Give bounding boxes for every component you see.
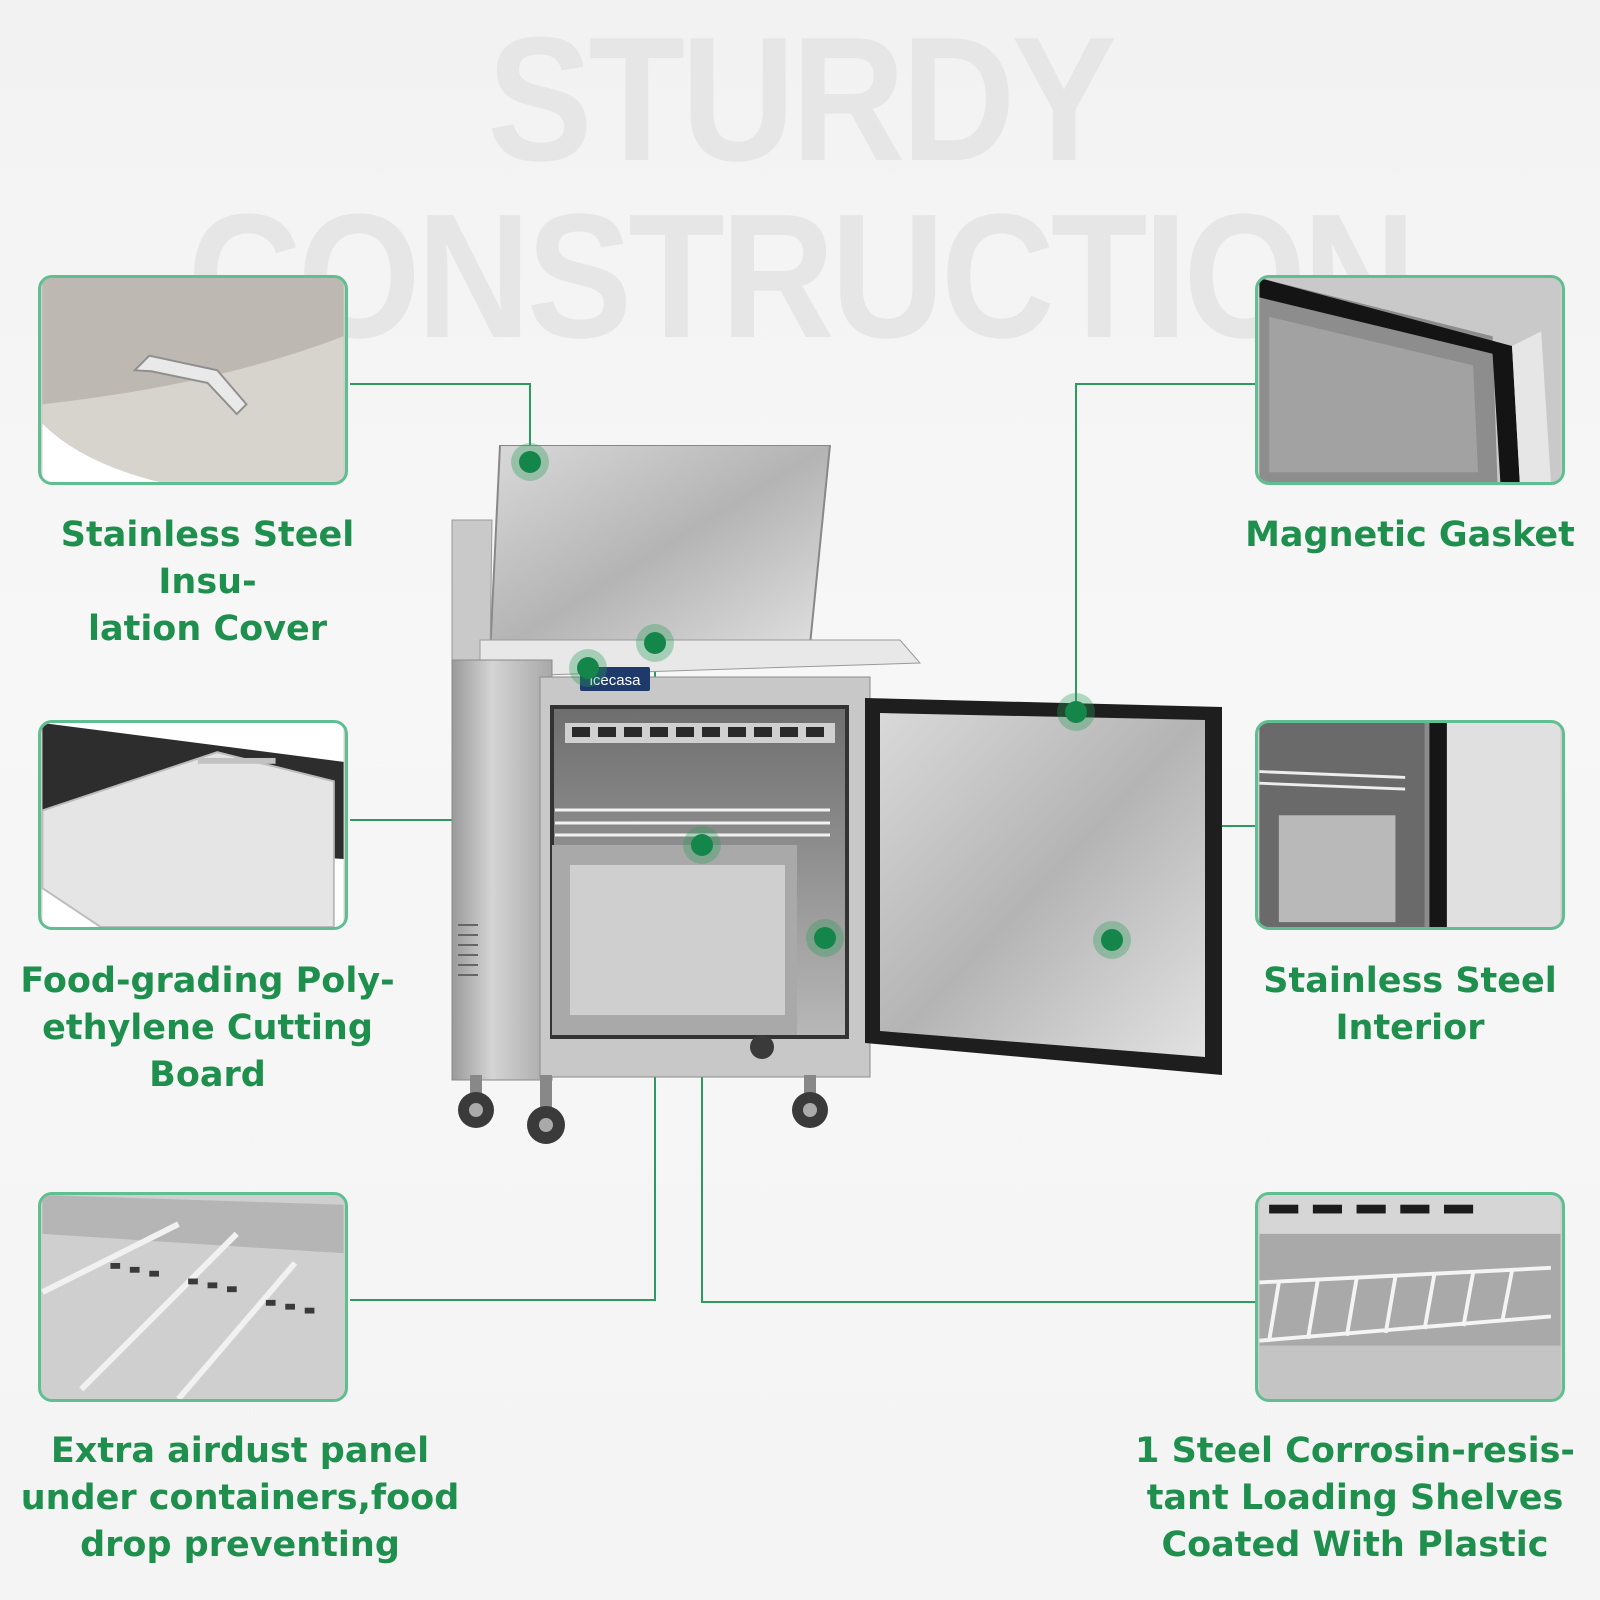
label-panel-line-3: drop preventing bbox=[80, 1525, 400, 1565]
label-interior-line-1: Stainless Steel bbox=[1263, 961, 1557, 1001]
label-cover: Stainless Steel Insu- lation Cover bbox=[10, 512, 405, 653]
detail-card-interior bbox=[1255, 720, 1565, 930]
casters bbox=[458, 1035, 828, 1144]
label-gasket-line-1: Magnetic Gasket bbox=[1245, 515, 1575, 555]
label-panel-line-2: under containers,food bbox=[20, 1478, 460, 1518]
cutting-board-photo bbox=[41, 723, 344, 927]
label-board-line-1: Food-grading Poly- bbox=[20, 961, 395, 1001]
label-board-line-2: ethylene Cutting bbox=[42, 1008, 373, 1048]
detail-card-board bbox=[38, 720, 348, 930]
label-panel: Extra airdust panel under containers,foo… bbox=[10, 1428, 470, 1569]
label-shelves-line-3: Coated With Plastic bbox=[1161, 1525, 1549, 1565]
detail-card-gasket bbox=[1255, 275, 1565, 485]
interior-photo bbox=[1259, 723, 1561, 927]
label-cover-line-1: Stainless Steel Insu- bbox=[60, 515, 355, 602]
label-shelves-line-1: 1 Steel Corrosin-resis- bbox=[1135, 1431, 1575, 1471]
detail-card-cover bbox=[38, 275, 348, 485]
detail-card-panel bbox=[38, 1192, 348, 1402]
label-interior-line-2: Interior bbox=[1335, 1008, 1485, 1048]
loading-shelf-photo bbox=[1259, 1195, 1561, 1399]
brand-badge: icecasa bbox=[590, 672, 642, 689]
label-shelves-line-2: tant Loading Shelves bbox=[1146, 1478, 1564, 1518]
open-lid bbox=[488, 445, 832, 657]
connector-gasket bbox=[1075, 383, 1255, 712]
label-cover-line-2: lation Cover bbox=[87, 609, 328, 649]
label-interior: Stainless Steel Interior bbox=[1230, 958, 1590, 1052]
airdust-panel-photo bbox=[41, 1195, 344, 1399]
cover-handle-photo bbox=[42, 278, 344, 482]
label-board-line-3: Board bbox=[149, 1055, 266, 1095]
label-board: Food-grading Poly- ethylene Cutting Boar… bbox=[10, 958, 405, 1099]
label-gasket: Magnetic Gasket bbox=[1230, 512, 1590, 559]
label-shelves: 1 Steel Corrosin-resis- tant Loading She… bbox=[1120, 1428, 1590, 1569]
gasket-photo bbox=[1259, 278, 1561, 482]
refrigerator-illustration: icecasa bbox=[451, 445, 1222, 1144]
connector-cover bbox=[350, 383, 531, 462]
headline: STURDY CONSTRUCTION bbox=[187, 0, 1417, 376]
label-panel-line-1: Extra airdust panel bbox=[50, 1431, 430, 1471]
detail-card-shelves bbox=[1255, 1192, 1565, 1402]
